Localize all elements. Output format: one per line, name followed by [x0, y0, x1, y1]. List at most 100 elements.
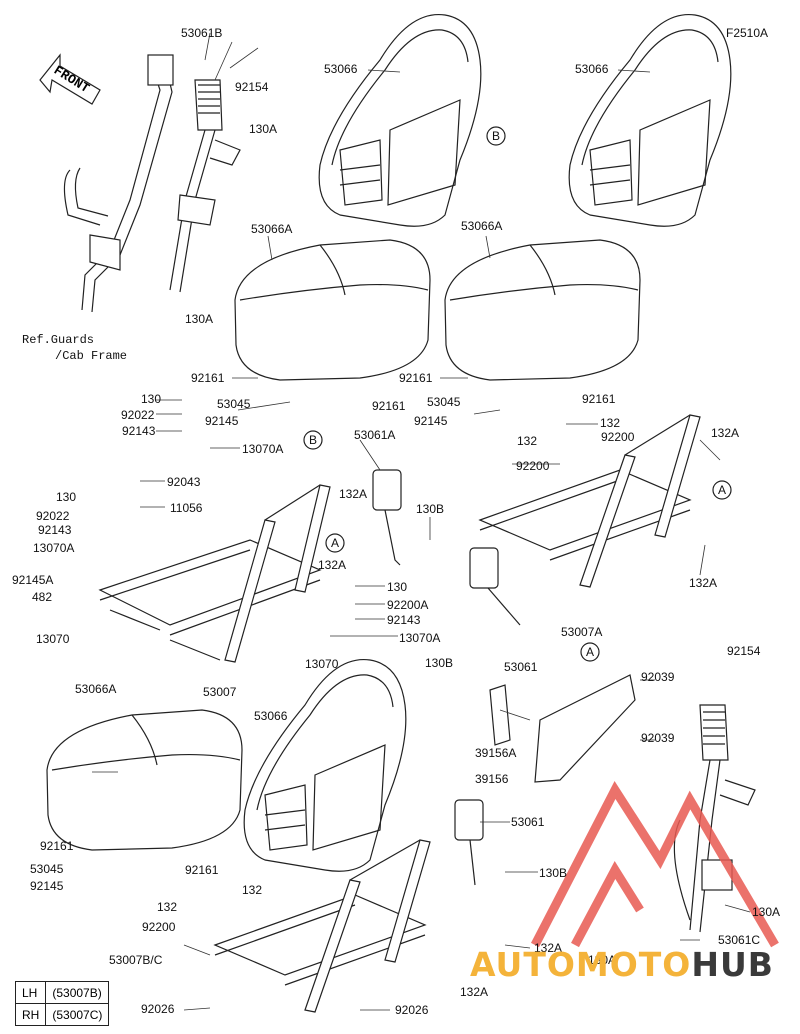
part-label: 92161	[191, 371, 225, 385]
seat-frame-53007	[98, 484, 331, 663]
part-label: 53061C	[718, 933, 761, 947]
part-label: 130B	[539, 866, 568, 880]
part-label: 92022	[36, 509, 70, 523]
watermark-part-2: MOTO	[575, 945, 692, 984]
part-label: 132	[157, 900, 178, 914]
part-label: 132	[517, 434, 538, 448]
part-label: 132A	[339, 487, 368, 501]
callout-b-2: B	[309, 433, 318, 447]
legend-code: (53007B)	[45, 981, 110, 1004]
seat-back-1	[318, 13, 482, 227]
part-label: 92200A	[387, 598, 429, 612]
seat-cushion-2	[444, 239, 641, 381]
part-label: 13070A	[33, 541, 75, 555]
part-label: 53007A	[561, 625, 603, 639]
part-label: 53045	[217, 397, 251, 411]
part-label: 132	[242, 883, 263, 897]
part-label: 13070	[305, 657, 339, 671]
part-label: 53061B	[181, 26, 223, 40]
watermark-text: AUTOMOTOHUB	[470, 945, 774, 984]
part-label: 92039	[641, 670, 675, 684]
part-label: 92143	[38, 523, 72, 537]
part-label: 13070	[36, 632, 70, 646]
part-label: 53061A	[354, 428, 396, 442]
part-label: 92154	[235, 80, 269, 94]
part-label: 92143	[122, 424, 156, 438]
seat-back-2	[568, 13, 732, 227]
callout-a-circle-3	[580, 642, 600, 662]
part-label: 13070A	[242, 442, 284, 456]
part-label: 92022	[121, 408, 155, 422]
part-label: 130	[141, 392, 162, 406]
callout-b-circle-2	[303, 430, 323, 450]
part-label: 53066	[254, 709, 288, 723]
part-label: 92039	[641, 731, 675, 745]
seat-back-3	[243, 658, 407, 872]
part-label: 92145A	[12, 573, 54, 587]
leader-lines	[92, 32, 751, 1011]
part-label: 132A	[318, 558, 347, 572]
part-label: 92200	[516, 459, 550, 473]
watermark-part-1: AUTO	[470, 945, 576, 984]
part-label: 132A	[460, 985, 489, 999]
legend-row: LH (53007B)	[14, 981, 110, 1004]
part-label: 13070A	[399, 631, 441, 645]
part-label: 130	[56, 490, 77, 504]
part-label: 92161	[582, 392, 616, 406]
buckle-53061	[469, 547, 521, 626]
part-label: 92161	[40, 839, 74, 853]
legend-side: LH	[14, 981, 47, 1004]
seat-frame-53007A	[478, 414, 701, 588]
part-label: 92145	[205, 414, 239, 428]
part-label: 92026	[395, 1003, 429, 1017]
cab-frame-guard	[63, 54, 174, 313]
legend-side: RH	[14, 1003, 47, 1026]
part-label: 132A	[711, 426, 740, 440]
legend-code: (53007C)	[45, 1003, 110, 1026]
ref-note-line-1: Ref.Guards	[22, 333, 95, 347]
part-label: 92026	[141, 1002, 175, 1016]
part-label: 92161	[399, 371, 433, 385]
part-label: 53066A	[75, 682, 117, 696]
ref-note-line-2: /Cab Frame	[55, 349, 128, 363]
part-label: 92161	[185, 863, 219, 877]
part-label: 53066	[324, 62, 358, 76]
part-label: 92154	[727, 644, 761, 658]
part-label: 482	[32, 590, 53, 604]
buckle-53061A	[372, 469, 402, 566]
part-label: 53045	[427, 395, 461, 409]
part-label: 11056	[170, 501, 203, 515]
part-label: 130	[387, 580, 408, 594]
callout-b-1: B	[492, 129, 501, 143]
part-label: 53007	[203, 685, 237, 699]
callout-a-circle-1	[325, 533, 345, 553]
part-label: 132	[600, 416, 621, 430]
part-label: 92145	[30, 879, 64, 893]
part-label: 39156	[475, 772, 509, 786]
bracket-39156	[489, 674, 636, 783]
front-arrow-icon	[39, 53, 101, 105]
part-label: 130A	[588, 953, 617, 967]
part-label: 132A	[689, 576, 718, 590]
part-label: 53061	[504, 660, 538, 674]
part-label: 92161	[372, 399, 406, 413]
part-label: 39156A	[475, 746, 517, 760]
callout-b-circle-1	[486, 126, 506, 146]
part-label: 130A	[249, 122, 278, 136]
automotohub-logo-icon	[531, 781, 779, 948]
callout-a-2: A	[718, 483, 727, 497]
part-label: 92200	[601, 430, 635, 444]
buckle-53061-lower	[454, 799, 484, 886]
part-label: 53007B/C	[109, 953, 163, 967]
figure-id: F2510A	[726, 26, 769, 40]
part-label: 92145	[414, 414, 448, 428]
callout-a-3: A	[586, 645, 595, 659]
part-label: 130B	[425, 656, 454, 670]
part-label: 92043	[167, 475, 201, 489]
callout-a-1: A	[331, 536, 340, 550]
part-label: 132A	[534, 941, 563, 955]
part-label: 53061	[511, 815, 545, 829]
watermark-part-3: HUB	[691, 945, 774, 984]
part-label: 92143	[387, 613, 421, 627]
